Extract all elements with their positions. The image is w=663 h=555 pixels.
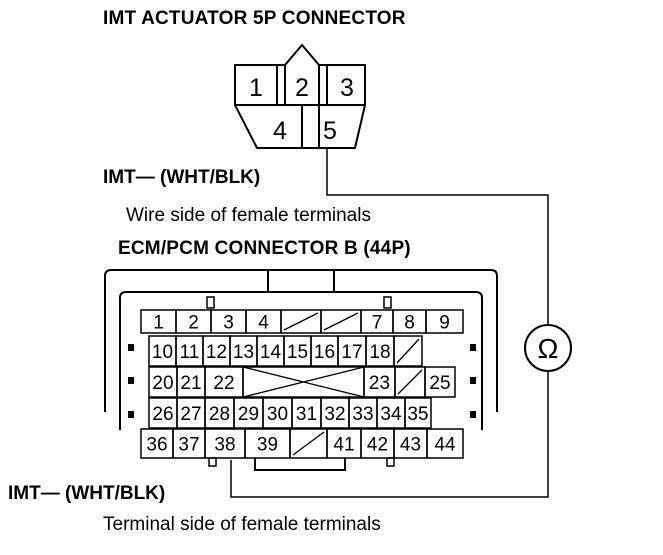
ecm-terminal-number: 12 xyxy=(206,342,227,363)
ecm-terminal-number: 9 xyxy=(439,313,450,334)
ecm-terminal-number: 23 xyxy=(369,373,390,394)
imt-wire-label-bottom: IMT— (WHT/BLK) xyxy=(8,483,166,504)
ecm-terminal-number: 28 xyxy=(209,404,230,425)
ecm-terminal-number: 18 xyxy=(369,342,390,363)
ecm-terminal-number: 34 xyxy=(380,404,402,425)
ecm-terminal-number: 36 xyxy=(146,435,167,456)
ecm-terminal-cell xyxy=(424,366,456,398)
wire-side-caption: Wire side of female terminals xyxy=(126,205,371,226)
ecm-terminal-number: 37 xyxy=(178,435,199,456)
ecm-connector-title: ECM/PCM CONNECTOR B (44P) xyxy=(118,238,411,259)
ecm-terminal-number: 25 xyxy=(429,373,450,394)
ecm-terminal-number: 1 xyxy=(153,313,164,334)
ecm-terminal-number: 7 xyxy=(372,313,383,334)
blank-terminal-mark xyxy=(242,366,365,398)
ecm-terminal-number: 22 xyxy=(213,373,234,394)
ecm-terminal-number: 15 xyxy=(287,342,308,363)
imt-pin-4: 4 xyxy=(273,117,287,145)
ecm-terminal-number: 29 xyxy=(238,404,259,425)
ecm-terminal-number: 30 xyxy=(267,404,288,425)
ecm-terminal-number: 32 xyxy=(324,404,345,425)
ecm-terminal-cell xyxy=(393,335,423,367)
blank-terminal-mark xyxy=(396,338,420,364)
ohm-icon: Ω xyxy=(538,333,559,364)
ecm-terminal-cell xyxy=(404,397,432,429)
blank-terminal-mark xyxy=(323,312,359,331)
ecm-terminal-number: 20 xyxy=(152,373,173,394)
imt-wire-label-top: IMT— (WHT/BLK) xyxy=(103,167,261,188)
ecm-terminal-number: 31 xyxy=(296,404,317,425)
imt-pin-labels: 1 2 3 4 5 xyxy=(249,74,354,145)
ecm-terminal-number: 4 xyxy=(258,313,269,334)
imt-pin-2: 2 xyxy=(295,74,309,102)
imt-pin-3: 3 xyxy=(340,74,354,102)
ecm-terminal-number: 16 xyxy=(314,342,335,363)
imt-pin-1: 1 xyxy=(249,74,263,102)
ecm-connector-housing xyxy=(104,269,498,471)
blank-terminal-mark xyxy=(397,369,423,395)
ecm-terminal-number: 11 xyxy=(180,342,200,363)
ecm-terminal-number: 42 xyxy=(367,435,388,456)
ecm-terminal-cell xyxy=(425,309,464,334)
ecm-terminal-number: 33 xyxy=(352,404,373,425)
ecm-terminal-cell xyxy=(426,428,464,459)
ecm-terminal-number: 27 xyxy=(180,404,201,425)
imt-actuator-connector xyxy=(234,43,366,149)
terminal-side-caption: Terminal side of female terminals xyxy=(103,514,381,535)
ecm-terminal-number: 26 xyxy=(152,404,173,425)
ecm-terminal-number: 43 xyxy=(400,435,421,456)
ecm-terminal-number: 21 xyxy=(180,373,201,394)
ecm-terminal-number: 2 xyxy=(188,313,199,334)
ecm-terminal-number: 8 xyxy=(404,313,415,334)
ecm-terminal-number: 41 xyxy=(333,435,354,456)
blank-terminal-mark xyxy=(292,431,325,456)
ecm-terminal-number: 3 xyxy=(223,313,234,334)
blank-terminal-mark xyxy=(283,312,319,331)
ecm-terminal-number: 35 xyxy=(407,404,428,425)
ohmmeter-test-lead xyxy=(230,148,549,498)
ohmmeter-symbol xyxy=(524,324,572,372)
ecm-terminal-number: 14 xyxy=(260,342,282,363)
ecm-terminal-number: 13 xyxy=(233,342,254,363)
imt-connector-title: IMT ACTUATOR 5P CONNECTOR xyxy=(103,8,406,29)
ecm-terminal-number: 44 xyxy=(434,435,456,456)
ecm-terminal-number: 17 xyxy=(341,342,362,363)
ecm-terminal-number: 10 xyxy=(152,342,173,363)
ecm-terminal-number: 39 xyxy=(257,435,278,456)
ecm-latch-tabs xyxy=(128,344,476,418)
imt-pin-5: 5 xyxy=(323,117,337,145)
ecm-terminal-number: 38 xyxy=(214,435,235,456)
